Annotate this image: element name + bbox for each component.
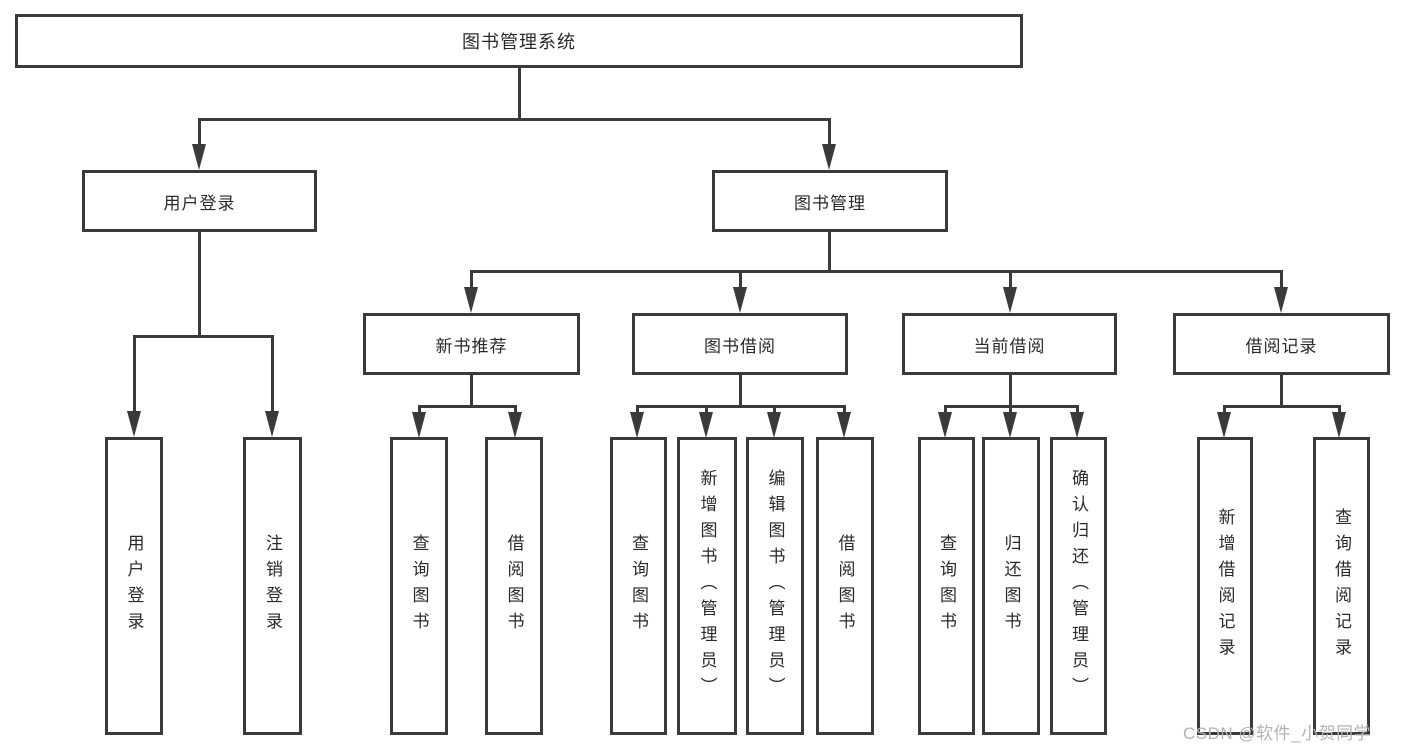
leaf-confirm-return-admin: 确认归还（管理员） [1050,437,1107,735]
connector-line [418,405,516,408]
leaf-query-books-borrow: 查询图书 [610,437,667,735]
connector-line [133,335,136,415]
arrowhead-icon [767,412,781,438]
connector-line [843,405,846,415]
connector-line [1280,270,1283,290]
arrowhead-icon [464,287,478,313]
connector-line [133,335,274,338]
arrowhead-icon [265,411,279,437]
connector-line [514,405,517,415]
connector-line [1280,375,1283,408]
connector-line [1223,405,1341,408]
connector-line [418,405,421,415]
leaf-return-book: 归还图书 [982,437,1040,735]
connector-line [1076,405,1079,415]
connector-line [198,232,201,338]
leaf-query-borrow-record: 查询借阅记录 [1313,437,1370,735]
arrowhead-icon [630,412,644,438]
node-current-borrow: 当前借阅 [902,313,1117,375]
connector-line [828,118,831,148]
connector-line [944,405,947,415]
arrowhead-icon [699,412,713,438]
connector-line [1009,270,1012,290]
arrowhead-icon [1003,412,1017,438]
node-borrow-record: 借阅记录 [1173,313,1390,375]
arrowhead-icon [508,412,522,438]
connector-line [518,68,521,120]
arrowhead-icon [1332,412,1346,438]
csdn-watermark: CSDN @软件_小贺同学 [1183,724,1372,743]
arrowhead-icon [1003,287,1017,313]
connector-line [1223,405,1226,415]
leaf-query-books-current: 查询图书 [918,437,975,735]
connector-line [739,375,742,408]
leaf-borrow-books: 借阅图书 [816,437,874,735]
arrowhead-icon [1217,412,1231,438]
connector-line [828,232,831,273]
leaf-logout: 注销登录 [243,437,302,735]
leaf-query-books-recommend: 查询图书 [390,437,448,735]
leaf-add-borrow-record: 新增借阅记录 [1197,437,1253,735]
arrowhead-icon [733,287,747,313]
leaf-add-book-admin: 新增图书（管理员） [677,437,737,735]
arrowhead-icon [938,412,952,438]
node-book-management: 图书管理 [712,170,948,232]
connector-line [198,118,201,148]
arrowhead-icon [412,412,426,438]
arrowhead-icon [127,411,141,437]
connector-line [198,118,831,121]
arrowhead-icon [1274,287,1288,313]
arrowhead-icon [822,144,836,170]
arrowhead-icon [1070,412,1084,438]
connector-line [636,405,846,408]
arrowhead-icon [192,144,206,170]
connector-line [1009,405,1012,415]
connector-line [470,270,473,290]
connector-line [470,270,1283,273]
node-book-borrow: 图书借阅 [632,313,848,375]
node-user-login: 用户登录 [82,170,317,232]
connector-line [470,375,473,408]
leaf-user-login: 用户登录 [105,437,163,735]
node-new-book-recommend: 新书推荐 [363,313,580,375]
connector-line [705,405,708,415]
leaf-borrow-books-recommend: 借阅图书 [485,437,543,735]
connector-line [271,335,274,415]
connector-line [1338,405,1341,415]
connector-line [636,405,639,415]
connector-line [773,405,776,415]
leaf-edit-book-admin: 编辑图书（管理员） [746,437,804,735]
node-root: 图书管理系统 [15,14,1023,68]
connector-line [739,270,742,290]
connector-line [1009,375,1012,408]
arrowhead-icon [837,412,851,438]
